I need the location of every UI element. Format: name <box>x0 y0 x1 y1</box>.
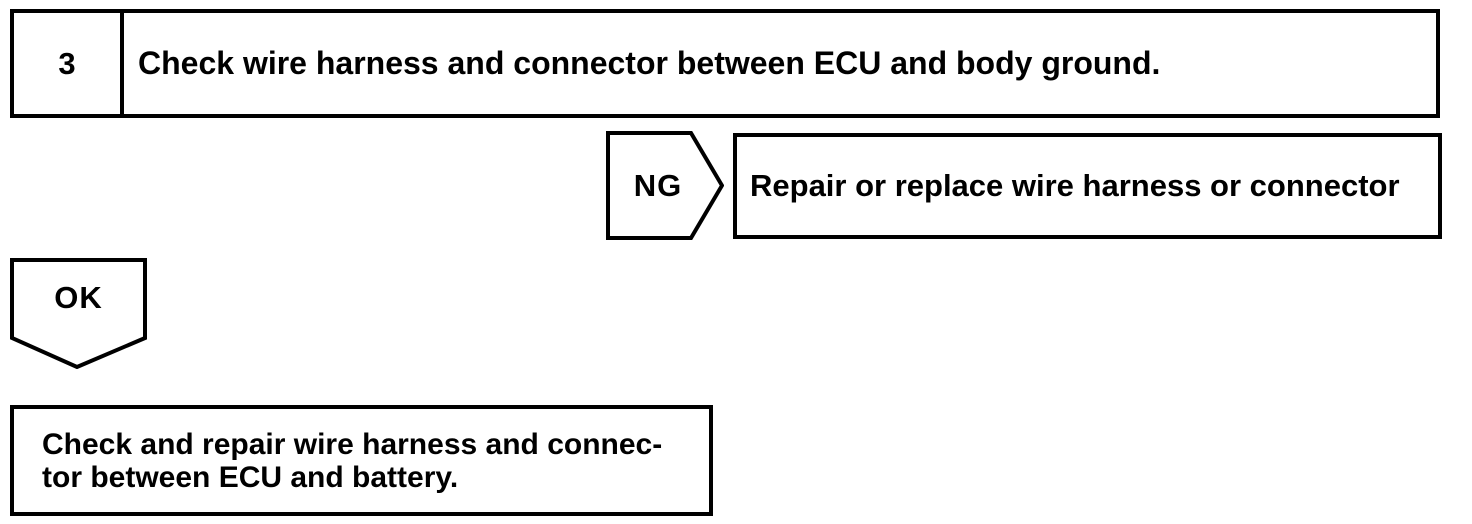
ok-action-line-2: tor between ECU and battery. <box>42 460 459 494</box>
ok-action-line-1: Check and repair wire harness and connec… <box>42 427 663 461</box>
step-box: 3 Check wire harness and connector betwe… <box>10 9 1440 118</box>
ng-action-text: Repair or replace wire harness or connec… <box>750 168 1400 203</box>
ng-label: NG <box>633 167 683 203</box>
step-number: 3 <box>58 45 76 81</box>
ng-action-box: Repair or replace wire harness or connec… <box>733 133 1442 239</box>
step-number-cell: 3 <box>14 13 124 114</box>
step-instruction-cell: Check wire harness and connector between… <box>124 13 1436 114</box>
step-instruction: Check wire harness and connector between… <box>138 45 1161 81</box>
ng-connector: NG <box>606 131 724 240</box>
ok-action-text: Check and repair wire harness and connec… <box>42 428 662 494</box>
ok-action-box: Check and repair wire harness and connec… <box>10 405 713 516</box>
ok-down-arrow-icon <box>10 258 147 369</box>
ok-connector: OK <box>10 258 147 369</box>
ng-right-arrow-icon <box>606 131 724 240</box>
ok-label: OK <box>54 280 103 315</box>
